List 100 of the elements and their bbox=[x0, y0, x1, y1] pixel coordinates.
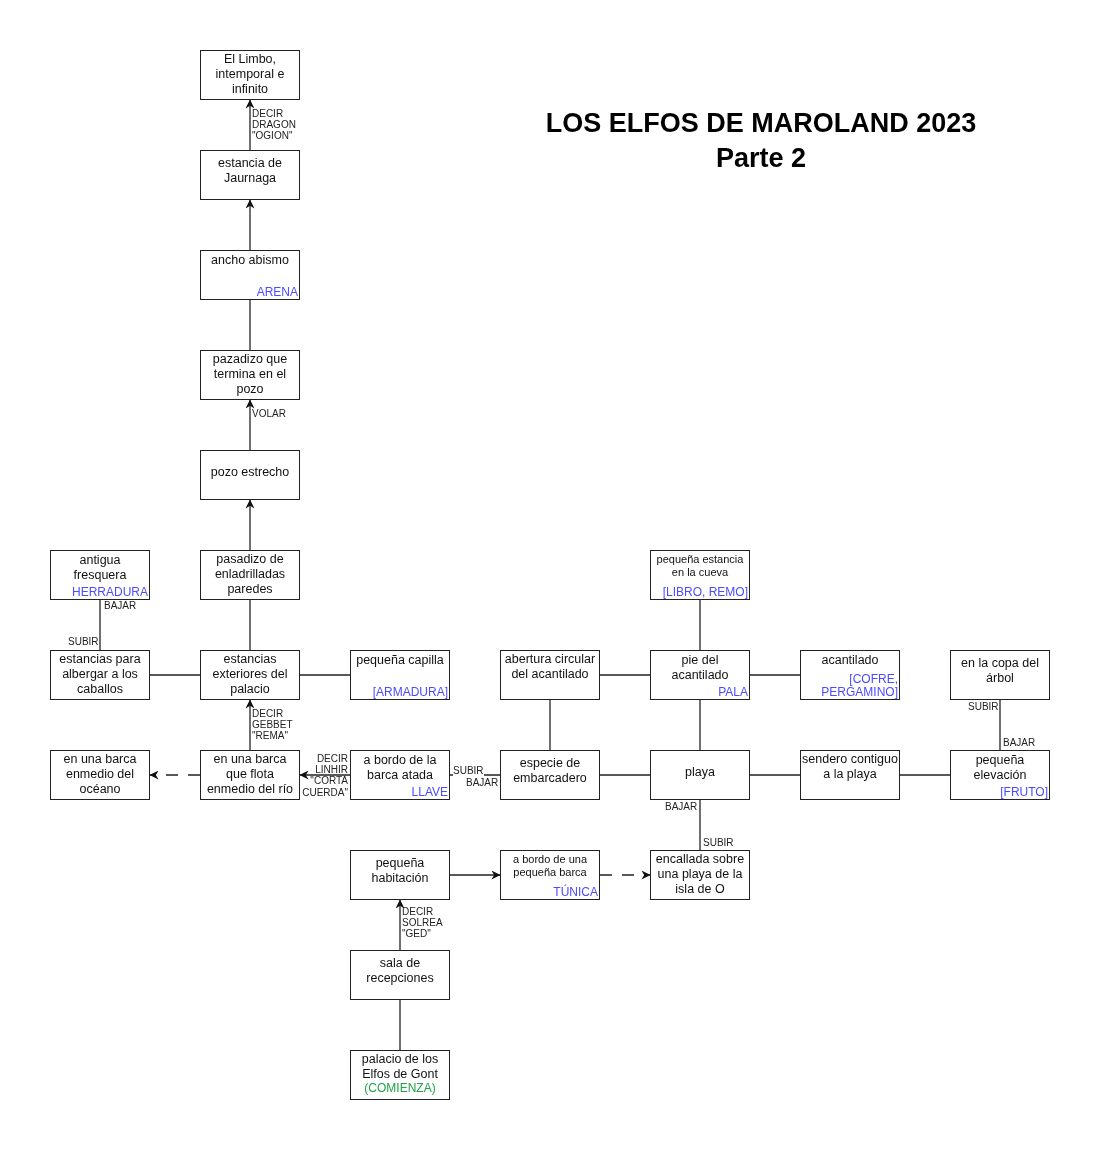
location-name: pazadizo que termina en el pozo bbox=[211, 351, 289, 397]
location-name: en una barca enmedio del océano bbox=[62, 751, 138, 797]
location-name: encallada sobre una playa de la isla de O bbox=[654, 851, 746, 897]
location-box bbox=[200, 450, 300, 500]
location-name: estancias exteriores del palacio bbox=[211, 651, 289, 697]
connector-line bbox=[399, 999, 401, 1051]
connector-line bbox=[599, 774, 651, 776]
direction-label: BAJAR bbox=[1003, 737, 1036, 748]
location-box bbox=[50, 750, 150, 800]
direction-label: SUBIR bbox=[68, 636, 99, 647]
connector-line bbox=[699, 599, 701, 651]
location-box bbox=[350, 650, 450, 700]
direction-label: BAJAR bbox=[466, 777, 499, 788]
arrow bbox=[395, 899, 405, 951]
location-name: El Limbo, intemporal e infinito bbox=[214, 51, 286, 97]
location-box bbox=[500, 750, 600, 800]
location-name: palacio de los Elfos de Gont bbox=[360, 1051, 440, 1082]
item-label: [ARMADURA] bbox=[372, 685, 448, 699]
location-box bbox=[200, 50, 300, 100]
edge-label: DECIR GEBBET "REMA" bbox=[252, 708, 293, 742]
location-box bbox=[800, 650, 900, 700]
location-box bbox=[50, 650, 150, 700]
location-box bbox=[350, 750, 450, 800]
location-box bbox=[650, 750, 750, 800]
start-note: (COMIENZA) bbox=[363, 1081, 437, 1095]
location-name: pozo estrecho bbox=[209, 464, 291, 480]
edge-label: VOLAR bbox=[252, 408, 286, 420]
arrow bbox=[245, 99, 255, 151]
item-label: [COFRE, PERGAMINO] bbox=[820, 672, 898, 699]
connector-line bbox=[999, 699, 1001, 751]
arrow bbox=[245, 499, 255, 551]
location-name: a bordo de una pequeña barca bbox=[512, 852, 588, 880]
location-box bbox=[200, 150, 300, 200]
location-box bbox=[50, 550, 150, 600]
direction-label: SUBIR bbox=[703, 837, 734, 848]
direction-label: SUBIR bbox=[968, 701, 999, 712]
location-box bbox=[800, 750, 900, 800]
direction-label: BAJAR bbox=[104, 600, 137, 611]
direction-label: BAJAR bbox=[665, 801, 698, 812]
location-name: estancia de Jaurnaga bbox=[217, 155, 283, 186]
location-box bbox=[650, 650, 750, 700]
arrow bbox=[299, 770, 351, 780]
location-name: pequeña elevación bbox=[972, 752, 1028, 783]
connector-line bbox=[749, 674, 801, 676]
location-name: acantilado bbox=[820, 652, 880, 668]
location-box bbox=[200, 650, 300, 700]
item-label: TÚNICA bbox=[553, 885, 598, 899]
location-name: playa bbox=[684, 764, 716, 780]
item-label: HERRADURA bbox=[72, 585, 148, 599]
connector-line bbox=[549, 699, 551, 751]
title: LOS ELFOS DE MAROLAND 2023 Parte 2 bbox=[544, 107, 978, 176]
location-box bbox=[350, 850, 450, 900]
arrow bbox=[245, 699, 255, 751]
location-box bbox=[350, 950, 450, 1000]
location-box bbox=[200, 250, 300, 300]
location-box bbox=[650, 550, 750, 600]
edge-label: DECIR DRAGON "OGION" bbox=[252, 108, 296, 142]
connector-line bbox=[249, 599, 251, 651]
arrow bbox=[149, 770, 201, 780]
item-label: [LIBRO, REMO] bbox=[662, 585, 748, 599]
connector-line bbox=[149, 674, 201, 676]
location-name: especie de embarcadero bbox=[512, 755, 588, 786]
location-box bbox=[950, 650, 1050, 700]
location-name: pequeña estancia en la cueva bbox=[655, 552, 745, 580]
location-box bbox=[500, 850, 600, 900]
location-name: en la copa del árbol bbox=[960, 655, 1040, 686]
location-name: sendero contiguo a la playa bbox=[801, 751, 899, 782]
arrow bbox=[245, 199, 255, 251]
arrow bbox=[449, 870, 501, 880]
item-label: LLAVE bbox=[411, 785, 448, 799]
connector-line bbox=[699, 699, 701, 751]
location-name: estancias para albergar a los caballos bbox=[58, 651, 142, 697]
connector-line bbox=[699, 799, 701, 851]
connector-line bbox=[899, 774, 951, 776]
connector-line bbox=[599, 674, 651, 676]
location-box bbox=[200, 350, 300, 400]
location-name: pequeña habitación bbox=[370, 855, 430, 886]
item-label: [FRUTO] bbox=[1000, 785, 1048, 799]
location-name: pequeña capilla bbox=[355, 652, 445, 668]
item-label: PALA bbox=[718, 685, 748, 699]
edge-label: DECIR SOLREA "GED" bbox=[402, 906, 442, 940]
location-name: abertura circular del acantilado bbox=[503, 651, 597, 682]
location-name: en una barca que flota enmedio del río bbox=[205, 751, 295, 797]
location-name: sala de recepciones bbox=[365, 955, 435, 986]
connector-line bbox=[99, 599, 101, 651]
arrow bbox=[245, 399, 255, 451]
connector-line bbox=[749, 774, 801, 776]
edge-label: DECIR LINHIR "CORTA CUERDA" bbox=[302, 753, 348, 798]
item-label: ARENA bbox=[256, 285, 298, 299]
connector-line bbox=[299, 674, 351, 676]
connector-line bbox=[249, 299, 251, 351]
location-name: antigua fresquera bbox=[72, 552, 128, 583]
location-box bbox=[350, 1050, 450, 1100]
location-box bbox=[200, 550, 300, 600]
location-name: pasadizo de enladrilladas paredes bbox=[213, 551, 287, 597]
location-name: a bordo de la barca atada bbox=[362, 752, 438, 783]
location-name: ancho abismo bbox=[210, 252, 290, 268]
location-name: pie del acantilado bbox=[670, 652, 730, 683]
location-box bbox=[500, 650, 600, 700]
direction-label: SUBIR bbox=[453, 765, 484, 776]
